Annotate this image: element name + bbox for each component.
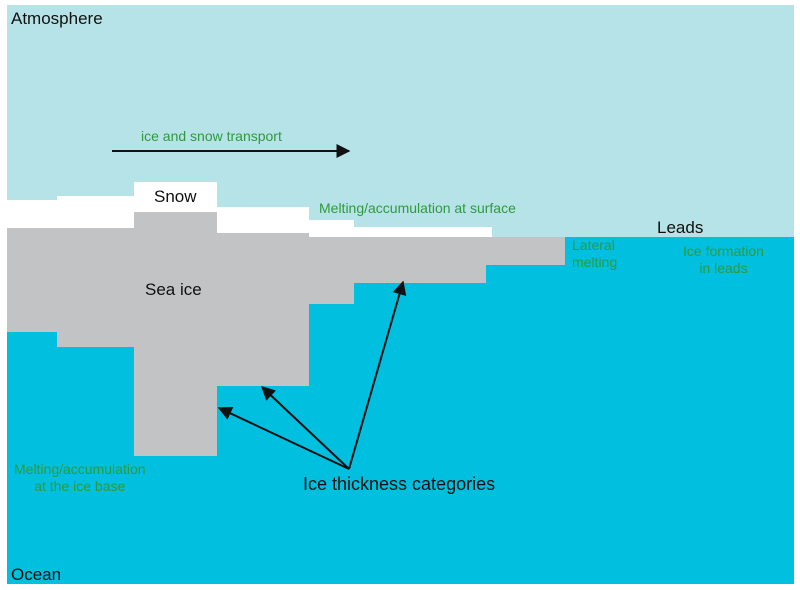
- surface-process-label: Melting/accumulation at surface: [319, 200, 516, 216]
- base-process-line-2: at the ice base: [34, 477, 126, 494]
- snow-layer: [7, 182, 492, 237]
- thickness-arrow-1: [217, 407, 350, 470]
- ice-thickness-categories-label: Ice thickness categories: [303, 474, 496, 494]
- base-process-label: Melting/accumulation at the ice base: [14, 461, 146, 495]
- lateral-melting-line-1: Lateral: [572, 237, 615, 253]
- thickness-arrow-2: [260, 386, 350, 470]
- sea-ice-body: [7, 212, 565, 456]
- atmosphere-label: Atmosphere: [11, 9, 103, 28]
- leads-label: Leads: [657, 218, 704, 237]
- sea-ice-label: Sea ice: [145, 280, 202, 299]
- ocean-label: Ocean: [11, 565, 62, 584]
- lateral-melting-label: Lateral melting: [572, 237, 617, 271]
- lead-formation-label: Ice formation in leads: [683, 243, 764, 277]
- thickness-arrows: [217, 280, 407, 470]
- lead-formation-line-1: Ice formation: [683, 243, 764, 259]
- lead-formation-line-2: in leads: [699, 259, 748, 276]
- base-process-line-1: Melting/accumulation: [14, 461, 146, 477]
- thickness-arrow-3: [348, 280, 407, 470]
- lateral-melting-line-2: melting: [572, 253, 618, 270]
- snow-label: Snow: [154, 187, 197, 206]
- transport-label: ice and snow transport: [141, 128, 282, 144]
